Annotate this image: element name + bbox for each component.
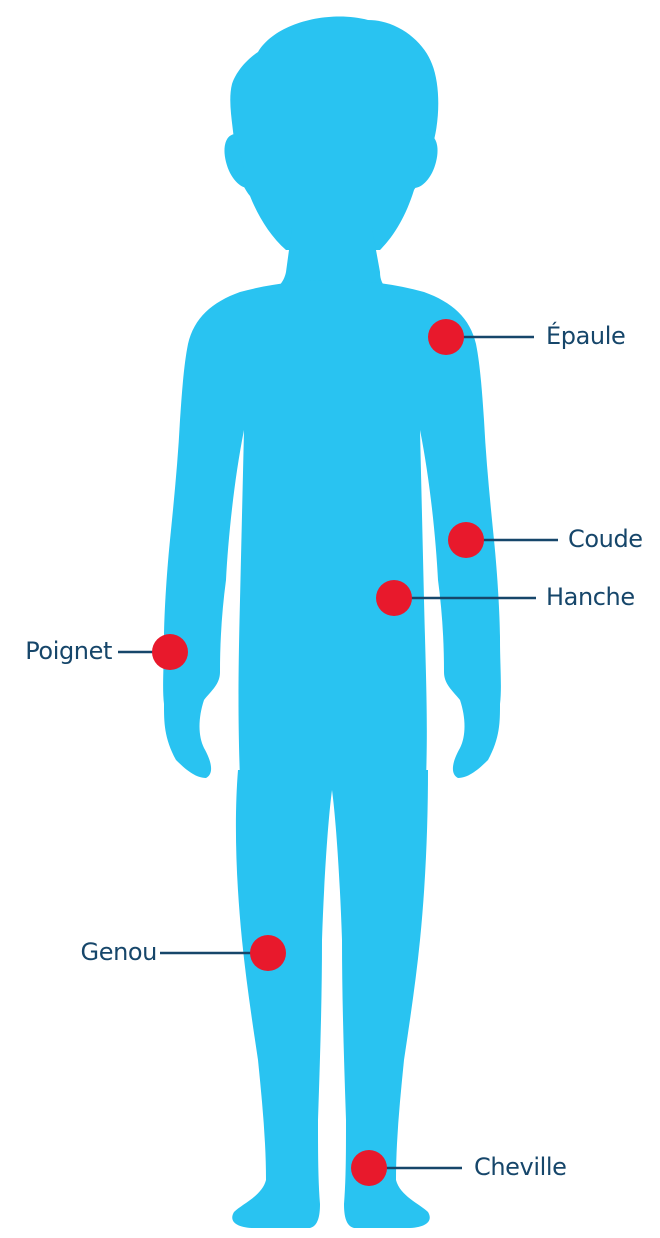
torso-shape: [163, 280, 501, 780]
joint-marker-hanche: [376, 580, 412, 616]
joint-label-coude: Coude: [568, 525, 643, 553]
joint-label-genou: Genou: [81, 938, 157, 966]
joint-marker-epaule: [428, 319, 464, 355]
joint-label-poignet: Poignet: [25, 637, 112, 665]
child-silhouette: [163, 17, 501, 1228]
joint-label-cheville: Cheville: [474, 1153, 567, 1181]
joint-label-epaule: Épaule: [546, 322, 625, 350]
joint-marker-poignet: [152, 634, 188, 670]
joint-label-hanche: Hanche: [546, 583, 635, 611]
joint-marker-cheville: [351, 1150, 387, 1186]
legs-shape: [232, 770, 430, 1228]
joint-marker-coude: [448, 522, 484, 558]
joint-marker-genou: [250, 935, 286, 971]
head-shape: [230, 17, 438, 250]
